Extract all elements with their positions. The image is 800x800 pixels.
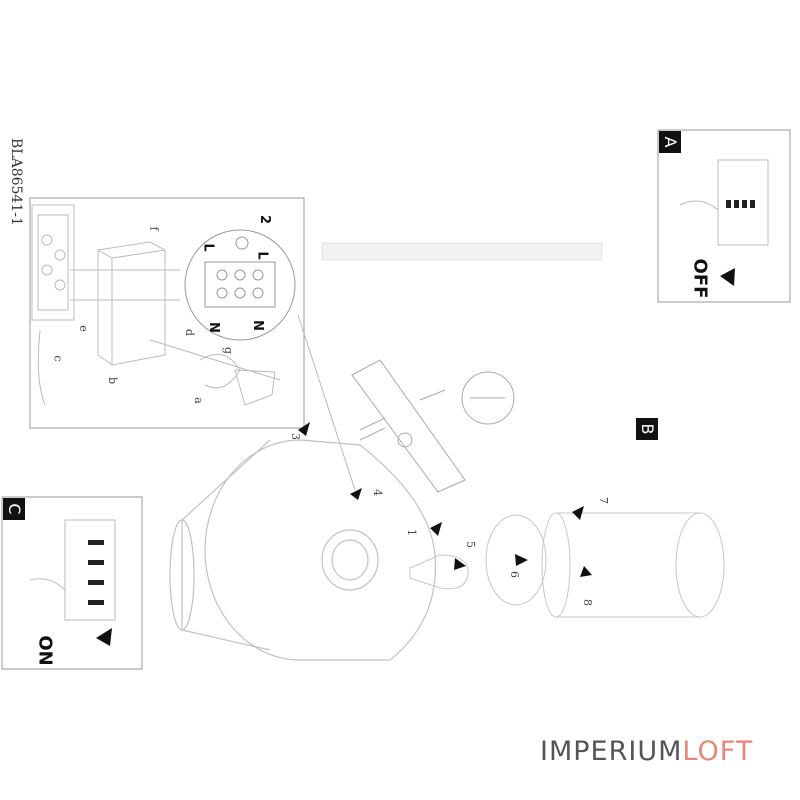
- junction-box-drawing: [31, 204, 281, 406]
- terminal-n-left: N: [205, 322, 221, 333]
- brand-part2: LOFT: [682, 736, 754, 767]
- part-d-label: d: [183, 328, 197, 337]
- shade-cylinder: [541, 512, 725, 618]
- model-code: BLA86541-1: [8, 138, 24, 226]
- callout-7: 7: [597, 497, 610, 504]
- part-c-label: c: [51, 355, 65, 362]
- panel-c-letter: C: [3, 498, 25, 520]
- terminal-n-right: N: [249, 320, 265, 331]
- arrow-1: [430, 522, 442, 536]
- callout-6: 6: [508, 571, 521, 578]
- terminal-l-left: L: [200, 243, 216, 252]
- callout-5: 5: [464, 541, 477, 548]
- terminal-2: 2: [257, 214, 273, 225]
- callout-1: 1: [405, 529, 418, 536]
- panel-a-letter: A: [659, 131, 681, 153]
- panel-c-frame: [1, 496, 143, 670]
- terminal-l-right: L: [254, 251, 270, 260]
- arrow-5: [454, 558, 466, 570]
- panel-a-frame: [657, 129, 791, 303]
- breaker-panel-a: [679, 159, 769, 246]
- brand-logo: IMPERIUMLOFT: [540, 736, 753, 767]
- callout-4: 4: [371, 489, 384, 496]
- on-arrow: [96, 628, 112, 646]
- part-f-label: f: [147, 226, 161, 231]
- arrow-7: [572, 506, 584, 520]
- ceiling-hatch: [321, 242, 603, 261]
- off-arrow: [720, 268, 735, 286]
- lamp-body: [169, 439, 437, 661]
- glass-diffuser: [485, 514, 547, 606]
- part-a-label: a: [191, 397, 205, 404]
- breaker-panel-c: [29, 519, 116, 621]
- brand-part1: IMPERIUM: [540, 736, 683, 767]
- mounting-bracket: [351, 359, 515, 493]
- off-label: OFF: [689, 258, 711, 299]
- callout-8: 8: [581, 599, 594, 606]
- light-bulb: [409, 554, 469, 590]
- wiring-inset-frame: [29, 197, 305, 429]
- callout-3: 3: [289, 433, 302, 440]
- arrow-8: [580, 566, 592, 577]
- arrow-4: [350, 488, 362, 500]
- arrow-3: [298, 422, 310, 436]
- part-e-label: e: [76, 325, 90, 332]
- on-label: ON: [34, 635, 56, 666]
- callout-arrows: [298, 422, 592, 577]
- part-g-label: g: [222, 346, 236, 355]
- panel-b-letter: B: [636, 418, 658, 440]
- arrow-6: [515, 554, 528, 566]
- terminal-block-detail: [184, 229, 296, 341]
- part-b-label: b: [106, 376, 120, 385]
